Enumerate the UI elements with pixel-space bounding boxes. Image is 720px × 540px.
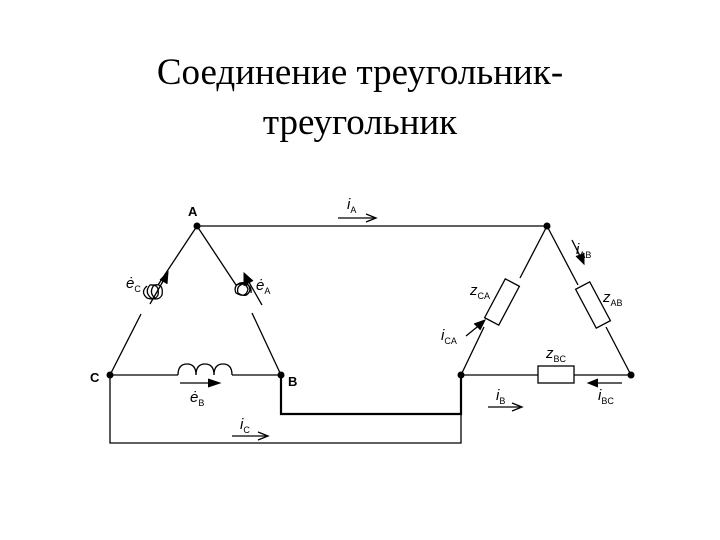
label-ica: iCA: [441, 327, 457, 346]
label-zbc: zBC: [545, 345, 567, 364]
impedance-zab: [574, 280, 612, 330]
label-ia: iA: [347, 196, 356, 215]
nodes: A B C: [90, 204, 635, 389]
node-c-label: C: [90, 370, 100, 385]
label-iab: iAB: [576, 241, 591, 260]
label-ic: iC: [240, 416, 250, 435]
node-a-label: A: [188, 204, 198, 219]
node-b-dot: [277, 371, 285, 379]
load-node-top-dot: [543, 222, 551, 230]
label-ib: iB: [496, 387, 505, 406]
label-ec: ėC: [126, 275, 141, 294]
node-b-label: B: [288, 374, 297, 389]
impedance-zca: [483, 277, 521, 327]
impedance-zbc: [537, 365, 575, 384]
load-delta: [460, 225, 632, 384]
label-zab: zAB: [602, 289, 623, 308]
arrows: [149, 213, 622, 441]
line-wires: [109, 225, 547, 444]
node-c-dot: [106, 371, 114, 379]
load-node-left-dot: [457, 371, 465, 379]
label-ea: ėA: [256, 277, 270, 296]
label-eb: ėB: [190, 389, 204, 408]
load-node-right-dot: [627, 371, 635, 379]
page-title: Соединение треугольник- треугольник: [0, 48, 720, 148]
node-a-dot: [193, 222, 201, 230]
title-line-2: треугольник: [262, 102, 458, 143]
source-delta: [109, 225, 282, 376]
title-line-1: Соединение треугольник-: [156, 52, 564, 93]
labels: iA iB iC iAB iBC iCA ėA ėB ėC zAB zBC zC…: [126, 196, 623, 435]
label-ibc: iBC: [598, 387, 614, 406]
label-zca: zCA: [469, 282, 490, 301]
